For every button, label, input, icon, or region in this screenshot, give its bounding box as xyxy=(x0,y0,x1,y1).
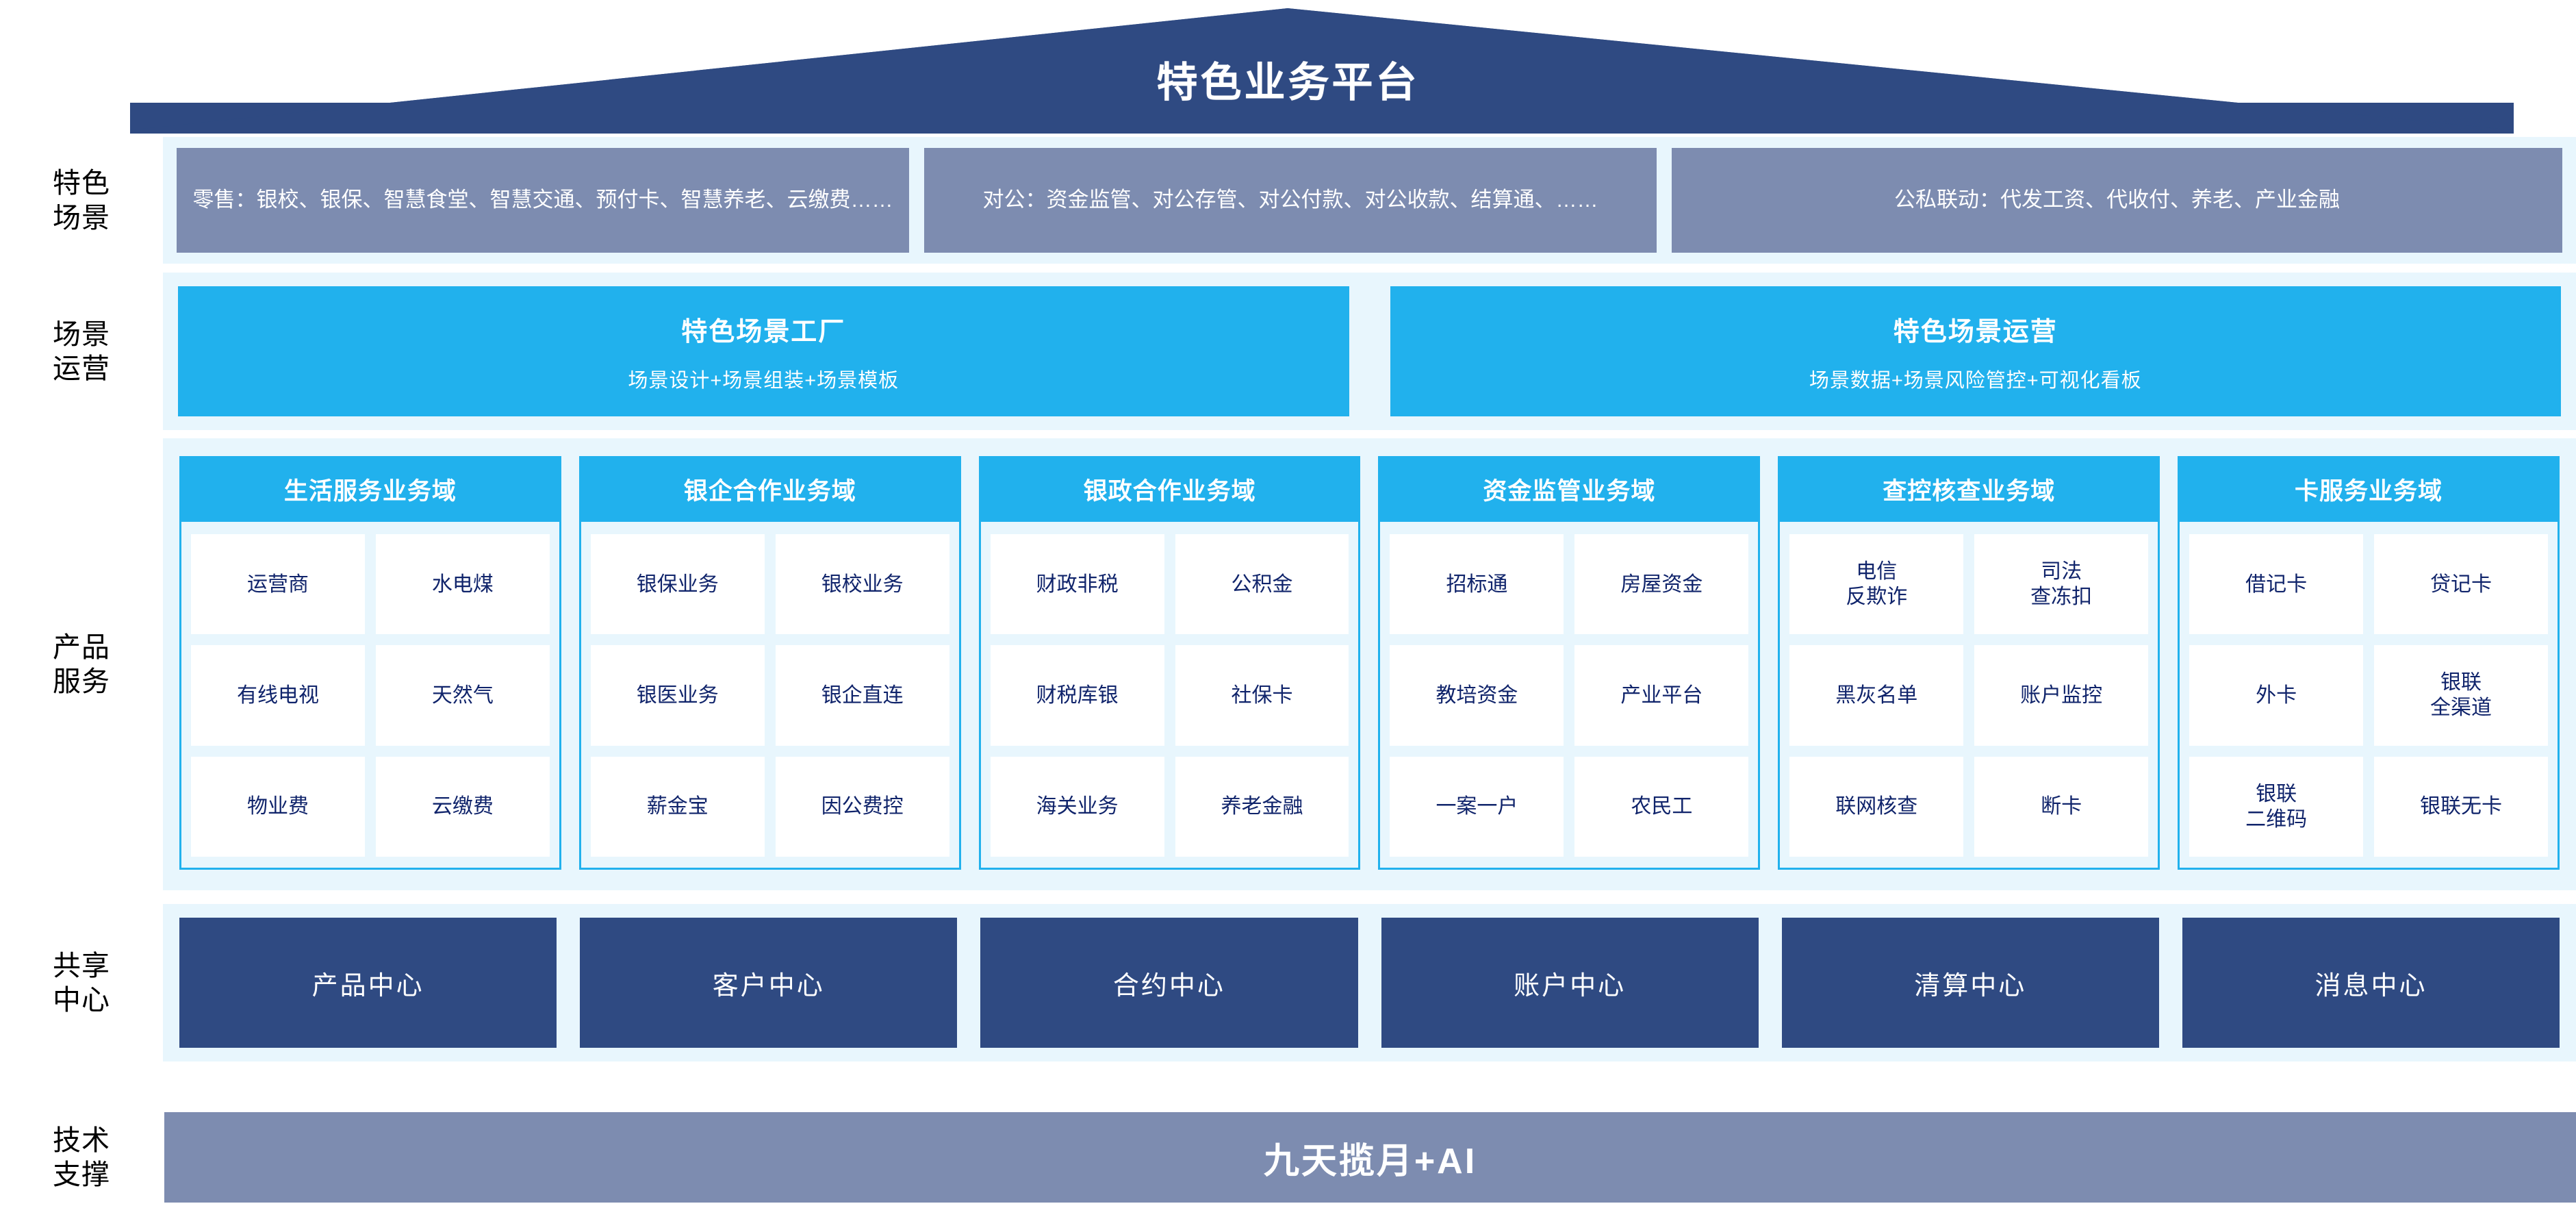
domain-title[interactable]: 卡服务业务域 xyxy=(2178,456,2560,522)
domain-column: 银企合作业务域银保业务银校业务银医业务银企直连薪金宝因公费控 xyxy=(578,456,961,870)
product-cell[interactable]: 银医业务 xyxy=(590,645,765,746)
product-cell[interactable]: 财税库银 xyxy=(990,645,1164,746)
platform-roof: 特色业务平台 xyxy=(0,0,2576,134)
row-label-line2: 中心 xyxy=(53,984,110,1016)
row-label-line1: 产品 xyxy=(53,631,110,663)
product-cell[interactable]: 天然气 xyxy=(375,645,550,746)
row-label-line1: 特色 xyxy=(53,167,110,199)
row-tech-support: 技术 支撑 九天揽月+AI xyxy=(0,1096,2576,1219)
product-cell[interactable]: 外卡 xyxy=(2189,645,2364,746)
row-label-line2: 运营 xyxy=(53,353,110,384)
row-label-shared-centers: 共享 中心 xyxy=(0,904,163,1061)
product-cell[interactable]: 产业平台 xyxy=(1574,645,1749,746)
product-cell[interactable]: 联网核查 xyxy=(1789,756,1964,857)
row-body-featured-scenes: 零售：银校、银保、智慧食堂、智慧交通、预付卡、智慧养老、云缴费…… 对公：资金监… xyxy=(163,137,2576,264)
product-cell[interactable]: 电信 反欺诈 xyxy=(1789,534,1964,635)
domain-cell-grid: 借记卡贷记卡外卡银联 全渠道银联 二维码银联无卡 xyxy=(2180,522,2558,868)
product-cell[interactable]: 养老金融 xyxy=(1175,756,1349,857)
row-label-line1: 技术 xyxy=(53,1124,110,1156)
ops-box-subtitle: 场景数据+场景风险管控+可视化看板 xyxy=(1809,369,2142,392)
ops-box-scene-factory[interactable]: 特色场景工厂 场景设计+场景组装+场景模板 xyxy=(178,286,1349,416)
shared-center-box[interactable]: 清算中心 xyxy=(1781,918,2159,1048)
product-cell[interactable]: 贷记卡 xyxy=(2374,534,2548,635)
shared-center-box[interactable]: 账户中心 xyxy=(1381,918,1759,1048)
row-body-shared-centers: 产品中心客户中心合约中心账户中心清算中心消息中心 xyxy=(163,904,2576,1061)
product-cell[interactable]: 物业费 xyxy=(191,756,365,857)
row-body-tech-support: 九天揽月+AI xyxy=(163,1096,2576,1219)
domain-cell-grid: 电信 反欺诈司法 查冻扣黑灰名单账户监控联网核查断卡 xyxy=(1780,522,2158,868)
domain-column: 卡服务业务域借记卡贷记卡外卡银联 全渠道银联 二维码银联无卡 xyxy=(2178,456,2560,870)
row-product-services: 产品 服务 生活服务业务域运营商水电煤有线电视天然气物业费云缴费银企合作业务域银… xyxy=(0,438,2576,890)
ops-box-title: 特色场景运营 xyxy=(1893,317,2058,347)
product-cell[interactable]: 有线电视 xyxy=(191,645,365,746)
scene-box-public-private[interactable]: 公私联动：代发工资、代收付、养老、产业金融 xyxy=(1672,148,2562,253)
row-label-featured-scenes: 特色 场景 xyxy=(0,137,163,264)
product-cell[interactable]: 云缴费 xyxy=(375,756,550,857)
domain-cell-grid: 招标通房屋资金教培资金产业平台一案一户农民工 xyxy=(1380,522,1758,868)
row-label-product-services: 产品 服务 xyxy=(0,438,163,890)
domain-title[interactable]: 生活服务业务域 xyxy=(179,456,561,522)
row-featured-scenes: 特色 场景 零售：银校、银保、智慧食堂、智慧交通、预付卡、智慧养老、云缴费…… … xyxy=(0,137,2576,264)
shared-center-box[interactable]: 客户中心 xyxy=(580,918,958,1048)
product-cell[interactable]: 水电煤 xyxy=(375,534,550,635)
product-cell[interactable]: 黑灰名单 xyxy=(1789,645,1964,746)
row-label-line2: 服务 xyxy=(53,666,110,697)
domain-column: 资金监管业务域招标通房屋资金教培资金产业平台一案一户农民工 xyxy=(1378,456,1761,870)
product-cell[interactable]: 海关业务 xyxy=(990,756,1164,857)
product-cell[interactable]: 断卡 xyxy=(1974,756,2149,857)
product-cell[interactable]: 银联 二维码 xyxy=(2189,756,2364,857)
product-cell[interactable]: 银企直连 xyxy=(775,645,949,746)
row-scene-operations: 场景 运营 特色场景工厂 场景设计+场景组装+场景模板 特色场景运营 场景数据+… xyxy=(0,273,2576,430)
row-shared-centers: 共享 中心 产品中心客户中心合约中心账户中心清算中心消息中心 xyxy=(0,904,2576,1061)
product-cell[interactable]: 公积金 xyxy=(1175,534,1349,635)
scene-box-retail[interactable]: 零售：银校、银保、智慧食堂、智慧交通、预付卡、智慧养老、云缴费…… xyxy=(177,148,909,253)
domain-column: 生活服务业务域运营商水电煤有线电视天然气物业费云缴费 xyxy=(179,456,561,870)
domain-title[interactable]: 资金监管业务域 xyxy=(1378,456,1761,522)
domain-column: 银政合作业务域财政非税公积金财税库银社保卡海关业务养老金融 xyxy=(978,456,1361,870)
product-cell[interactable]: 银联无卡 xyxy=(2374,756,2548,857)
row-label-line1: 场景 xyxy=(53,318,110,350)
product-cell[interactable]: 教培资金 xyxy=(1390,645,1564,746)
domain-title[interactable]: 银企合作业务域 xyxy=(578,456,961,522)
domain-column: 查控核查业务域电信 反欺诈司法 查冻扣黑灰名单账户监控联网核查断卡 xyxy=(1778,456,2160,870)
product-cell[interactable]: 借记卡 xyxy=(2189,534,2364,635)
product-cell[interactable]: 农民工 xyxy=(1574,756,1749,857)
row-label-line2: 场景 xyxy=(53,201,110,234)
ops-box-scene-operation[interactable]: 特色场景运营 场景数据+场景风险管控+可视化看板 xyxy=(1390,286,2561,416)
domain-title[interactable]: 查控核查业务域 xyxy=(1778,456,2160,522)
domain-cell-grid: 财政非税公积金财税库银社保卡海关业务养老金融 xyxy=(981,522,1359,868)
tech-support-band[interactable]: 九天揽月+AI xyxy=(164,1112,2576,1203)
row-label-scene-operations: 场景 运营 xyxy=(0,273,163,430)
domain-cell-grid: 银保业务银校业务银医业务银企直连薪金宝因公费控 xyxy=(581,522,959,868)
product-cell[interactable]: 账户监控 xyxy=(1974,645,2149,746)
ops-box-subtitle: 场景设计+场景组装+场景模板 xyxy=(628,369,900,392)
row-label-line1: 共享 xyxy=(53,949,110,981)
product-cell[interactable]: 财政非税 xyxy=(990,534,1164,635)
shared-center-box[interactable]: 合约中心 xyxy=(980,918,1358,1048)
row-label-tech-support: 技术 支撑 xyxy=(0,1096,163,1219)
roof-shape-icon xyxy=(130,8,2514,134)
ops-box-title: 特色场景工厂 xyxy=(681,317,846,347)
row-body-product-services: 生活服务业务域运营商水电煤有线电视天然气物业费云缴费银企合作业务域银保业务银校业… xyxy=(163,438,2576,890)
product-cell[interactable]: 一案一户 xyxy=(1390,756,1564,857)
row-label-line2: 支撑 xyxy=(53,1159,110,1190)
row-body-scene-operations: 特色场景工厂 场景设计+场景组装+场景模板 特色场景运营 场景数据+场景风险管控… xyxy=(163,273,2576,430)
product-cell[interactable]: 薪金宝 xyxy=(590,756,765,857)
shared-center-box[interactable]: 消息中心 xyxy=(2182,918,2560,1048)
shared-center-box[interactable]: 产品中心 xyxy=(179,918,557,1048)
product-cell[interactable]: 社保卡 xyxy=(1175,645,1349,746)
product-cell[interactable]: 运营商 xyxy=(191,534,365,635)
product-cell[interactable]: 房屋资金 xyxy=(1574,534,1749,635)
domain-title[interactable]: 银政合作业务域 xyxy=(978,456,1361,522)
domain-cell-grid: 运营商水电煤有线电视天然气物业费云缴费 xyxy=(181,522,559,868)
scene-box-corporate[interactable]: 对公：资金监管、对公存管、对公付款、对公收款、结算通、…… xyxy=(924,148,1657,253)
page-title: 特色业务平台 xyxy=(1156,60,1420,105)
product-cell[interactable]: 银校业务 xyxy=(775,534,949,635)
product-cell[interactable]: 银联 全渠道 xyxy=(2374,645,2548,746)
product-cell[interactable]: 银保业务 xyxy=(590,534,765,635)
product-cell[interactable]: 因公费控 xyxy=(775,756,949,857)
product-cell[interactable]: 招标通 xyxy=(1390,534,1564,635)
product-cell[interactable]: 司法 查冻扣 xyxy=(1974,534,2149,635)
